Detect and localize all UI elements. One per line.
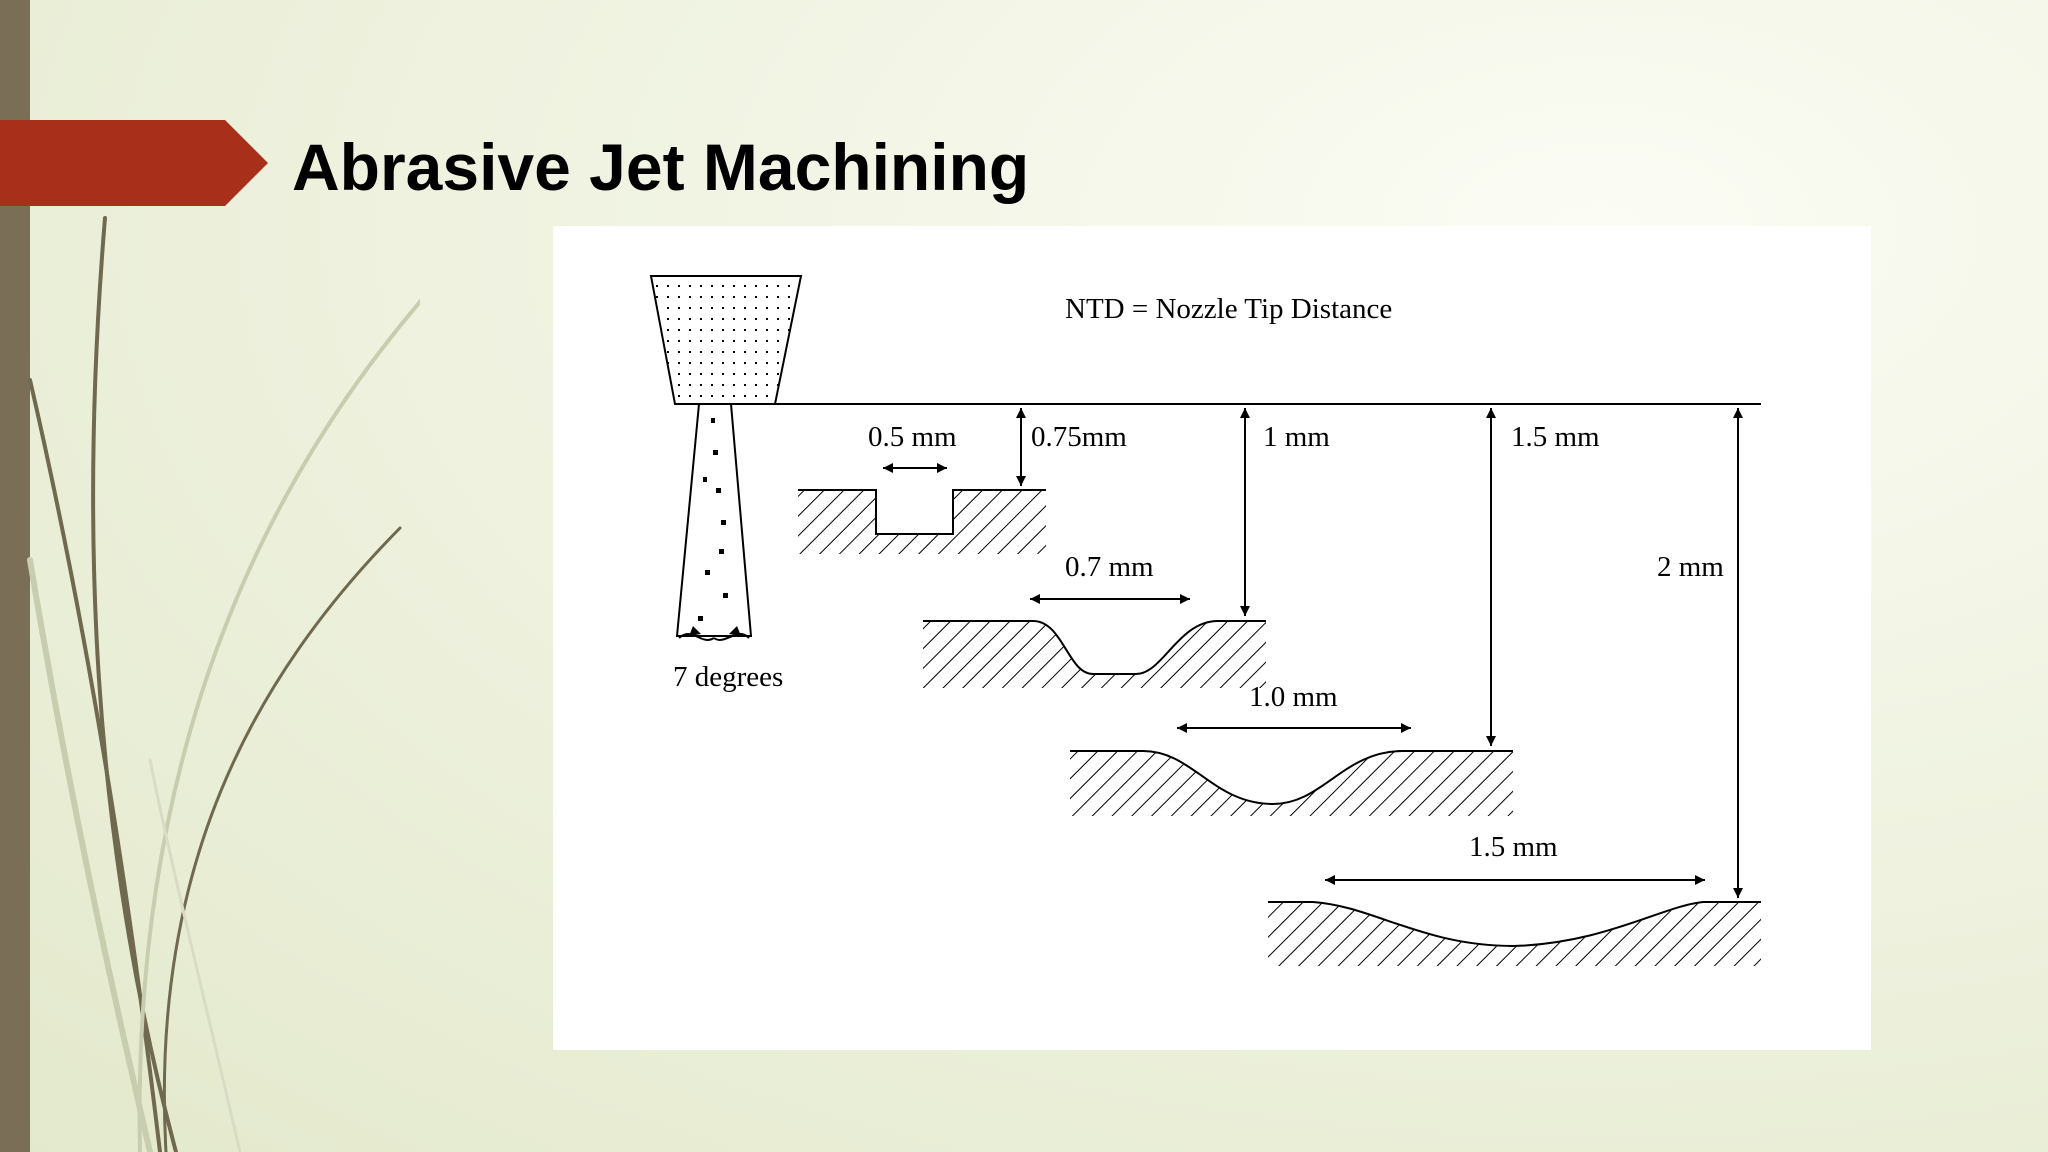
decorative-curves (27, 216, 420, 1152)
ntd-label-4: 2 mm (1657, 551, 1724, 583)
nozzle (649, 275, 803, 641)
nozzle-tip-distance-diagram: 7 degrees NTD = Nozzle Tip Distance 0.5 … (649, 275, 1761, 966)
ntd-label-3: 1.5 mm (1511, 421, 1600, 453)
workpiece-case-3 (1070, 750, 1513, 816)
ntd-label-1: 0.75mm (1031, 421, 1127, 453)
ntd-label-2: 1 mm (1263, 421, 1330, 453)
width-label-2: 0.7 mm (1065, 551, 1154, 583)
workpiece-case-2 (923, 620, 1266, 688)
slide-title: Abrasive Jet Machining (292, 130, 1030, 204)
width-label-1: 0.5 mm (868, 421, 957, 453)
width-label-3: 1.0 mm (1249, 681, 1338, 713)
workpiece-case-1 (798, 489, 1046, 554)
title-arrow-marker (0, 120, 268, 206)
nozzle-angle-label: 7 degrees (673, 661, 783, 693)
width-label-4: 1.5 mm (1469, 831, 1558, 863)
ntd-legend: NTD = Nozzle Tip Distance (1065, 293, 1392, 325)
figure-panel: 7 degrees NTD = Nozzle Tip Distance 0.5 … (553, 226, 1871, 1050)
workpiece-case-4 (1268, 901, 1761, 966)
